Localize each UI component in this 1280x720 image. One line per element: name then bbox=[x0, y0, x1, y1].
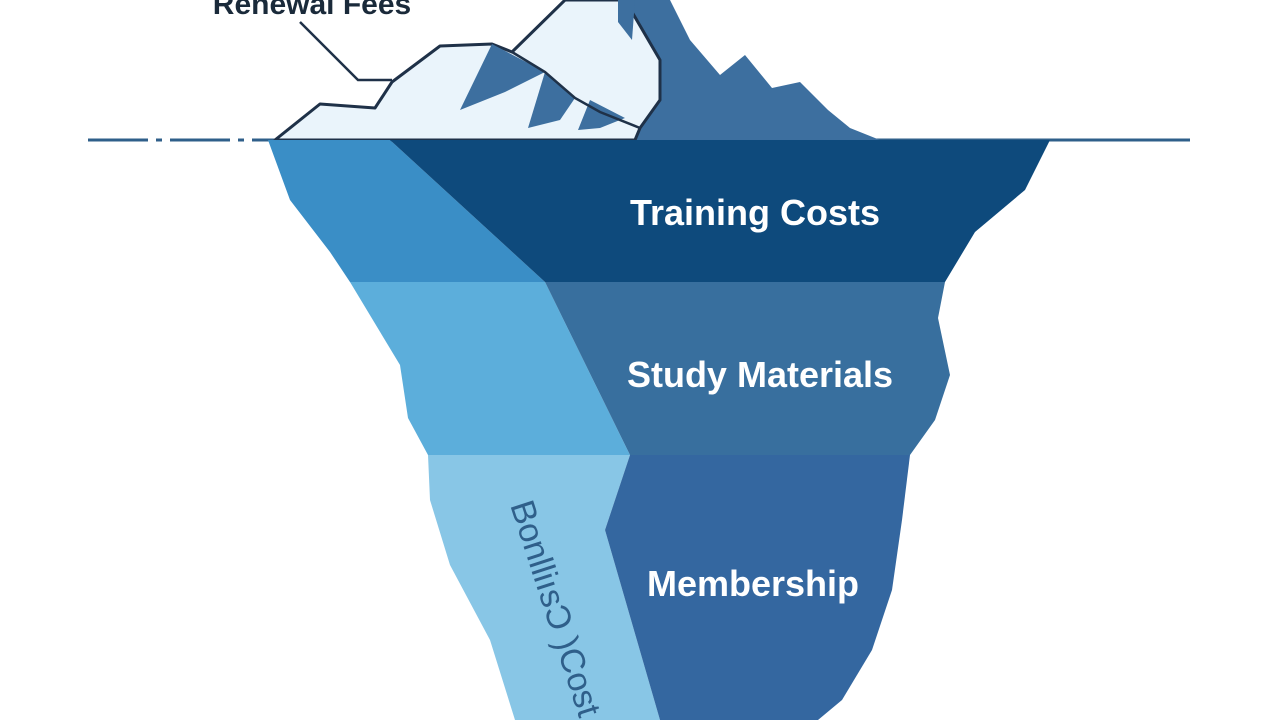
renewal-fees-leader bbox=[299, 21, 392, 82]
iceberg-peak-dark bbox=[600, 0, 880, 140]
label-study-materials: Study Materials bbox=[627, 354, 893, 395]
ice-facet-4 bbox=[618, 0, 635, 40]
layer2-dark bbox=[545, 282, 950, 455]
label-renewal-fees: Renewal Fees bbox=[213, 0, 411, 21]
label-membership: Membership bbox=[647, 563, 859, 604]
ice-facet-2 bbox=[528, 72, 575, 128]
layer3-dark bbox=[605, 455, 910, 720]
layer1-light bbox=[268, 140, 545, 282]
label-training-costs: Training Costs bbox=[630, 192, 880, 233]
layer1-dark bbox=[390, 140, 1050, 282]
layer3-light bbox=[428, 455, 660, 720]
ice-facet-1 bbox=[460, 44, 545, 110]
layer2-light bbox=[350, 282, 630, 455]
ice-inner-outline bbox=[511, 50, 641, 130]
